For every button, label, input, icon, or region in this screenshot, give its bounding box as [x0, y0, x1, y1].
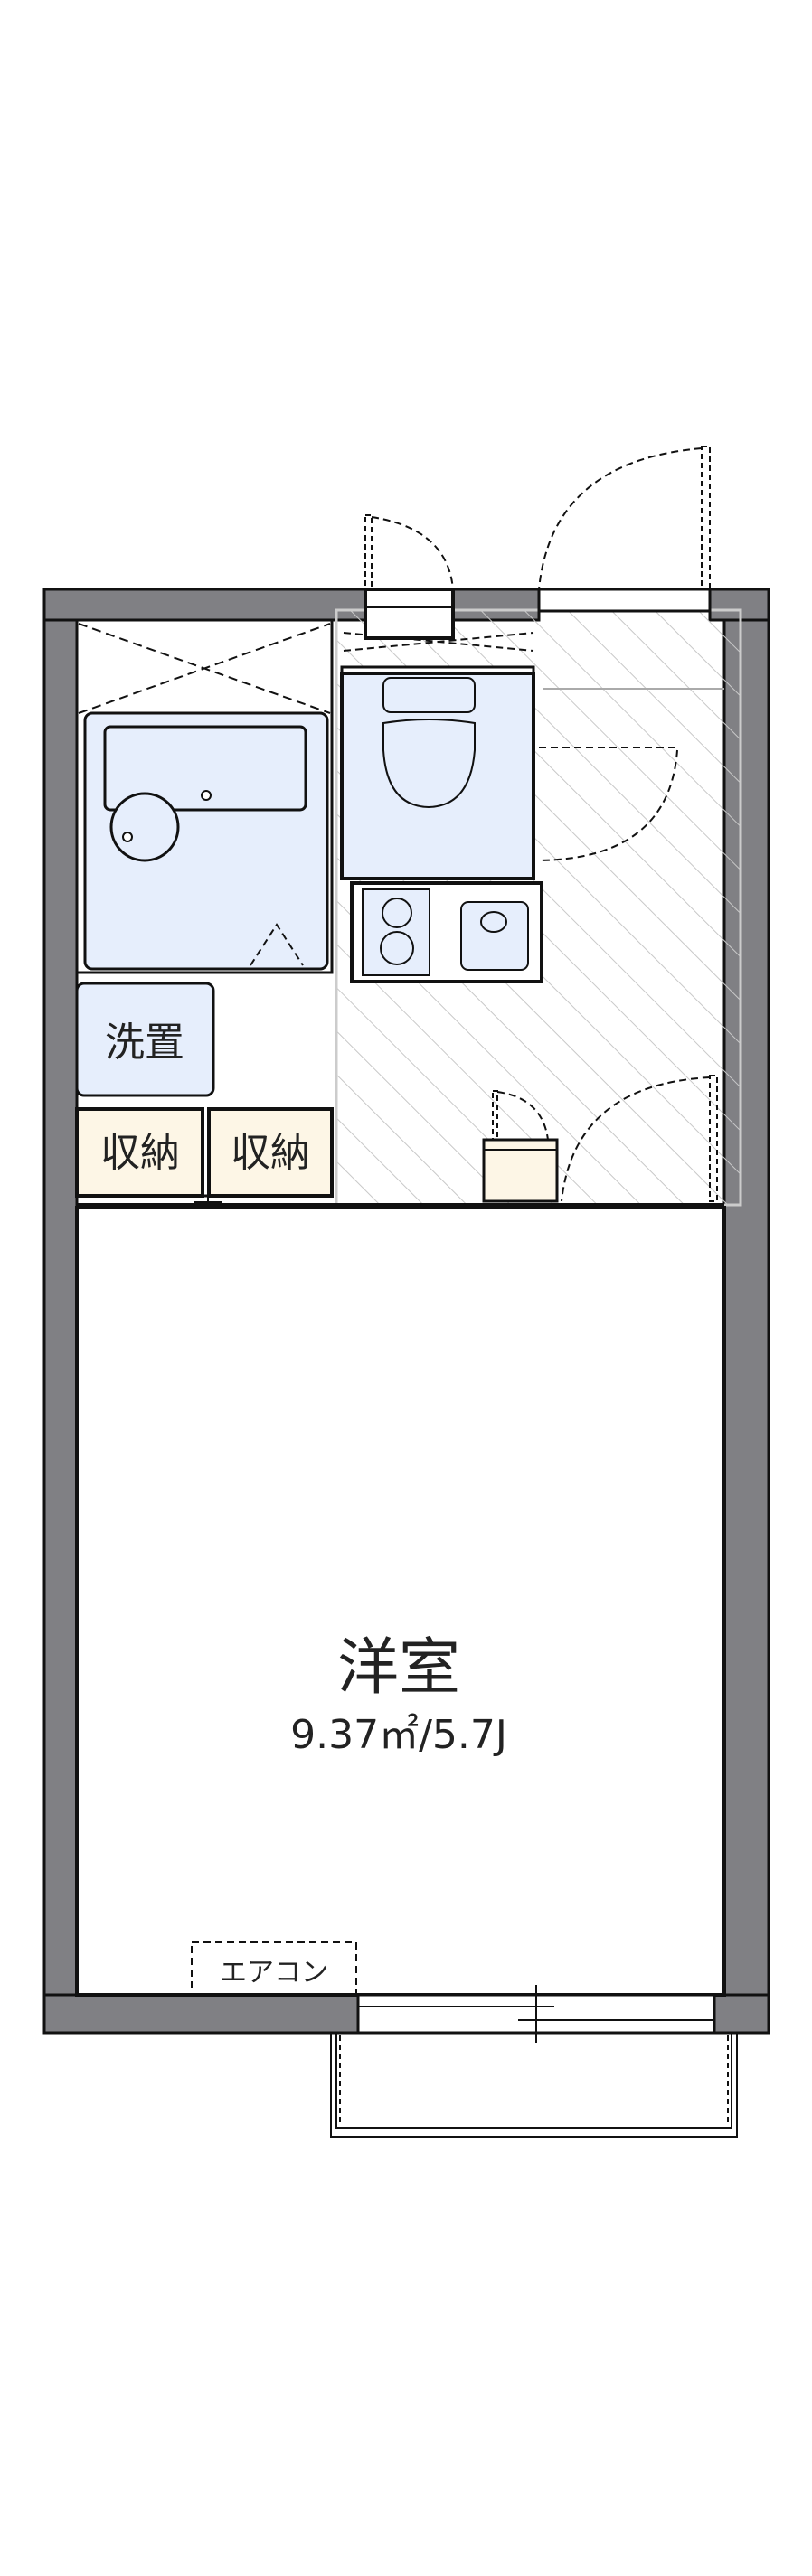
room-door[interactable]: [561, 1075, 718, 1202]
toilet-door[interactable]: [538, 747, 678, 861]
storage-1-label: 収納: [100, 1130, 180, 1176]
air-conditioner: エアコン: [191, 1941, 357, 1996]
air-conditioner-label: エアコン: [220, 1957, 328, 1988]
stove-burner-icon: [380, 931, 414, 965]
main-room-label: 洋室: [337, 1632, 460, 1704]
balcony: [330, 2032, 738, 2138]
toilet-icon: [382, 719, 476, 809]
balcony-window[interactable]: [356, 1985, 716, 2043]
washer-space: 洗置: [75, 982, 215, 1097]
washer-label: 洗置: [105, 1020, 184, 1066]
main-room-size: 9.37㎡/5.7J: [290, 1712, 507, 1758]
storage-closet-1[interactable]: 収納: [75, 1107, 204, 1198]
storage-2-label: 収納: [231, 1130, 310, 1176]
toilet-room: [340, 632, 535, 880]
kitchen: [350, 881, 543, 983]
utility-door[interactable]: [364, 514, 455, 640]
shoe-cabinet[interactable]: [482, 1090, 559, 1203]
bathroom: [75, 618, 334, 974]
stove-burner-icon: [382, 898, 412, 928]
partition-wall: [77, 1191, 724, 1216]
main-room: 洋室 9.37㎡/5.7J: [75, 1206, 726, 1997]
storage-closet-2[interactable]: 収納: [207, 1107, 334, 1198]
sink-icon: [460, 901, 529, 971]
entrance-door[interactable]: [537, 446, 724, 690]
